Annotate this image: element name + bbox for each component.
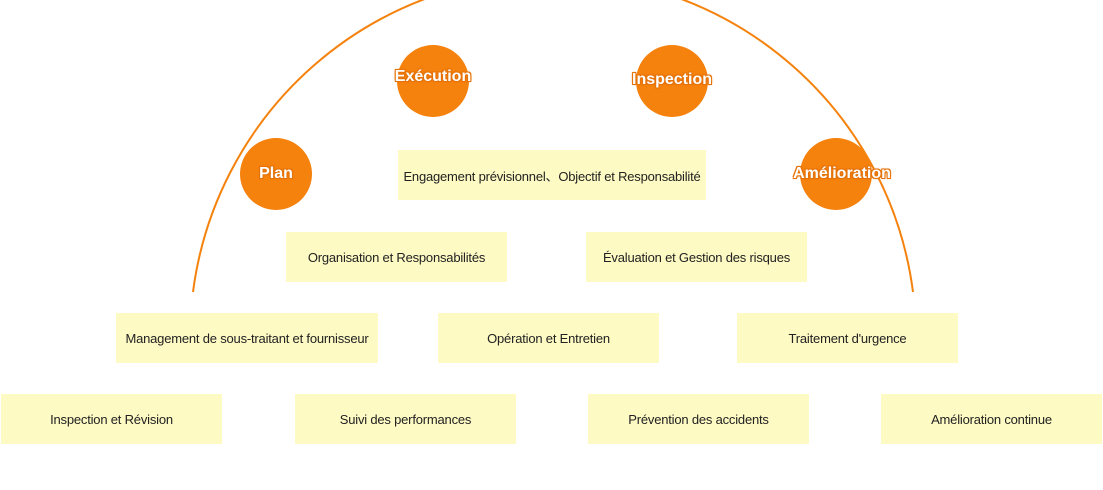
box-amelioration-continue: Amélioration continue [881,394,1102,444]
phase-inspection-circle [636,45,708,117]
box-operation: Opération et Entretien [438,313,659,363]
box-prevention: Prévention des accidents [588,394,809,444]
phase-execution-label: Exécution [394,68,472,85]
box-evaluation: Évaluation et Gestion des risques [586,232,807,282]
box-engagement: Engagement prévisionnel、Objectif et Resp… [398,150,706,200]
box-inspection-revision: Inspection et Révision [1,394,222,444]
box-organisation: Organisation et Responsabilités [286,232,507,282]
pdca-arc-line [192,0,914,293]
box-suivi: Suivi des performances [295,394,516,444]
box-traitement: Traitement d'urgence [737,313,958,363]
phase-amelioration-label: Amélioration [793,165,891,182]
phase-amelioration-circle [800,138,872,210]
phase-plan-circle [240,138,312,210]
phase-plan-label: Plan [259,165,293,182]
box-management: Management de sous-traitant et fournisse… [116,313,378,363]
phase-inspection-label: Inspection [631,71,713,88]
phase-execution-circle [397,45,469,117]
